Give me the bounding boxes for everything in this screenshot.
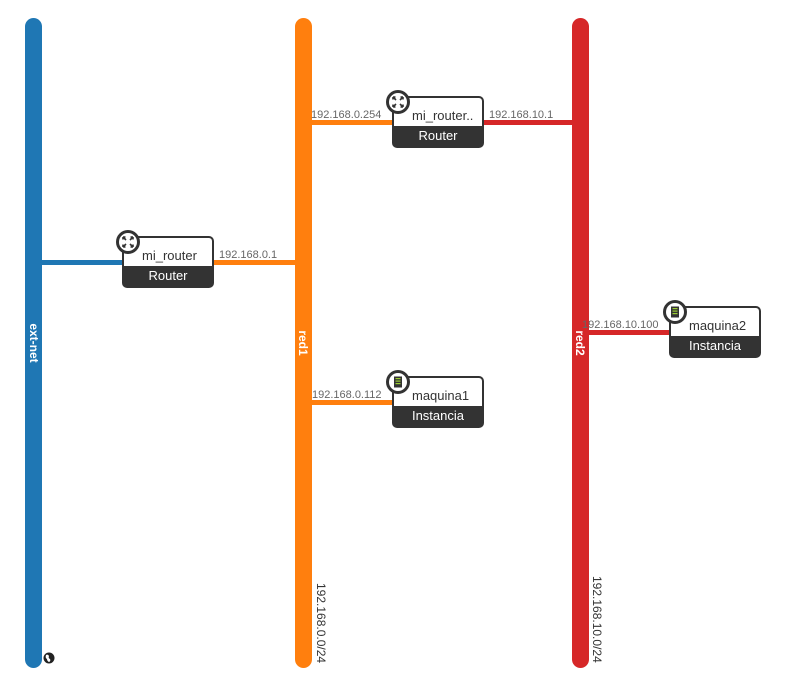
network-label-red1: red1 (296, 330, 310, 356)
link-router-second-red2 (484, 120, 572, 125)
node-mi-router-second[interactable]: mi_router.. Router (386, 90, 484, 148)
node-name: maquina1 (412, 388, 470, 403)
subnet-label-red1: 192.168.0.0/24 (314, 583, 328, 664)
network-label-red2: red2 (573, 330, 587, 356)
node-name: mi_router.. (412, 108, 474, 123)
ip-label: 192.168.0.1 (219, 249, 278, 261)
ip-label: 192.168.0.254 (311, 109, 382, 121)
globe-icon (43, 651, 55, 664)
network-ext-net[interactable] (25, 18, 42, 668)
node-name: maquina2 (689, 318, 747, 333)
router-icon (116, 230, 140, 254)
node-maquina1[interactable]: maquina1 Instancia (386, 370, 484, 428)
network-label-ext-net: ext-net (27, 323, 41, 363)
node-type: Router (124, 266, 212, 286)
ip-label: 192.168.10.100 (582, 319, 659, 331)
link-mi-router-red1 (214, 260, 296, 265)
node-maquina2[interactable]: maquina2 Instancia (663, 300, 761, 358)
node-type: Router (394, 126, 482, 146)
node-type: Instancia (394, 406, 482, 426)
link-red1-router-second (312, 120, 394, 125)
network-red2[interactable] (572, 18, 589, 668)
ip-label: 192.168.10.1 (489, 109, 554, 121)
server-icon (663, 300, 687, 324)
server-icon (386, 370, 410, 394)
link-ext-net-mi-router (42, 260, 124, 265)
network-red1[interactable] (295, 18, 312, 668)
router-icon (386, 90, 410, 114)
node-type: Instancia (671, 336, 759, 356)
node-name: mi_router (142, 248, 197, 263)
subnet-label-red2: 192.168.10.0/24 (590, 576, 604, 663)
node-mi-router[interactable]: mi_router Router (116, 230, 214, 288)
link-red2-maquina2 (589, 330, 671, 335)
ip-label: 192.168.0.112 (312, 389, 382, 401)
link-red1-maquina1 (312, 400, 394, 405)
